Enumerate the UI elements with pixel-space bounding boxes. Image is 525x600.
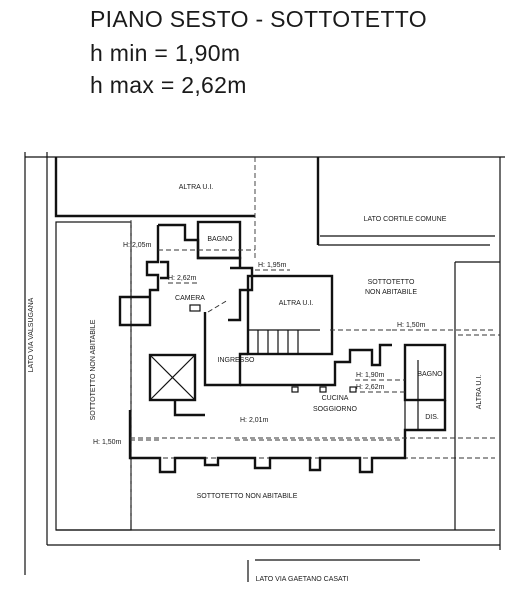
room-label-dis: DIS. <box>425 414 439 421</box>
room-label-ingresso: INGRESSO <box>218 357 256 364</box>
height-label-190: H: 1,90m <box>356 372 385 379</box>
room-label-bagno-2: BAGNO <box>417 371 443 378</box>
room-label-soggiorno: SOGGIORNO <box>313 406 358 413</box>
side-labels: LATO CORTILE COMUNE LATO VIA VALSUGANA L… <box>28 216 447 583</box>
room-label-sottotetto-top-2: NON ABITABILE <box>365 289 417 296</box>
min-height-label: h min = 1,90m <box>90 40 241 66</box>
apartment-walls <box>118 220 447 474</box>
side-label-valsugana: LATO VIA VALSUGANA <box>28 297 35 372</box>
outer-boundary-lines <box>24 152 505 582</box>
room-label-sottotetto-bottom: SOTTOTETTO NON ABITABILE <box>197 493 298 500</box>
room-labels: ALTRA U.I. BAGNO CAMERA ALTRA U.I. INGRE… <box>90 184 483 500</box>
height-label-201: H: 2,01m <box>240 417 269 424</box>
height-label-195: H: 1,95m <box>258 262 287 269</box>
room-label-sottotetto-top-1: SOTTOTETTO <box>368 279 415 286</box>
room-label-sottotetto-left: SOTTOTETTO NON ABITABILE <box>90 319 97 420</box>
height-label-150-right: H: 1,50m <box>397 322 426 329</box>
side-label-casati: LATO VIA GAETANO CASATI <box>256 576 349 583</box>
plan-title: PIANO SESTO - SOTTOTETTO <box>90 6 427 32</box>
room-label-camera: CAMERA <box>175 295 205 302</box>
neighbor-unit-right <box>454 261 500 530</box>
height-label-262-right: H: 2,62m <box>356 384 385 391</box>
room-label-bagno-1: BAGNO <box>207 236 233 243</box>
side-label-cortile: LATO CORTILE COMUNE <box>364 216 447 223</box>
room-label-cucina: CUCINA <box>322 395 349 402</box>
room-label-altra-ui-center: ALTRA U.I. <box>279 300 314 307</box>
room-label-altra-ui-right: ALTRA U.I. <box>476 375 483 410</box>
max-height-label: h max = 2,62m <box>90 72 247 98</box>
room-label-altra-ui-top: ALTRA U.I. <box>179 184 214 191</box>
neighbor-unit-top <box>54 157 495 260</box>
height-annotations: H: 2,05m H: 2,62m H: 1,95m H: 1,50m H: 1… <box>93 242 426 446</box>
height-label-150-left: H: 1,50m <box>93 439 122 446</box>
height-label-262-camera: H: 2,62m <box>168 275 197 282</box>
height-label-205: H: 2,05m <box>123 242 152 249</box>
height-section-lines <box>130 249 495 441</box>
